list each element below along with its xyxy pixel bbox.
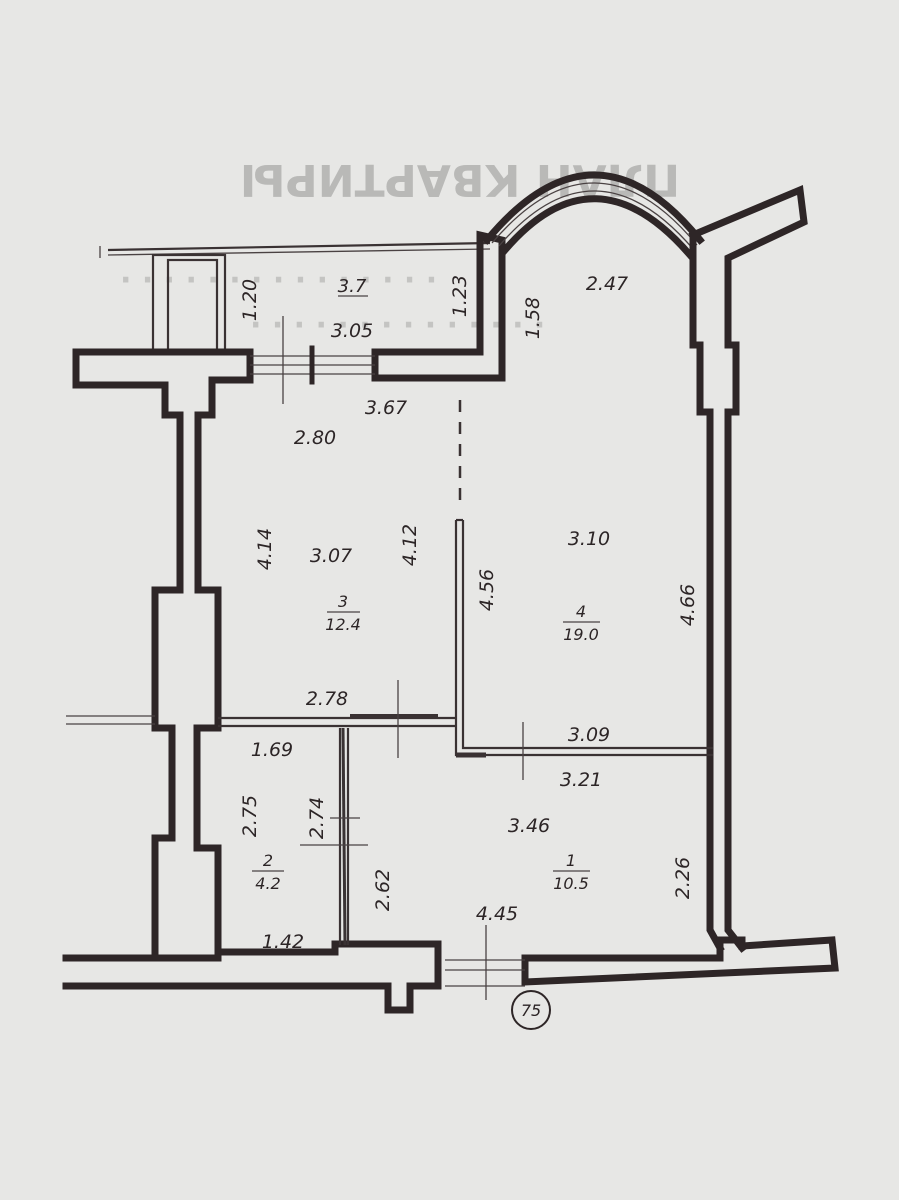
svg-text:· · · · · · · · · · · · · · ·: · · · · · · · · · · · · · · · bbox=[120, 263, 437, 298]
room-labels: 3.7 3 12.4 4 19.0 2 4.2 1 10.5 bbox=[252, 276, 600, 893]
room-2-number: 2 bbox=[263, 851, 273, 870]
dim-room3-top: 2.80 bbox=[294, 427, 336, 449]
dim-balcony-width: 3.05 bbox=[331, 320, 373, 342]
dim-room1-left: 2.62 bbox=[372, 869, 394, 911]
room-4-area: 19.0 bbox=[563, 625, 599, 644]
dim-room4-left: 4.56 bbox=[476, 569, 498, 611]
dim-bay-depth: 1.58 bbox=[522, 297, 544, 339]
show-through-print: ПЛАН КВАРТИРЫ · · · · · · · · · · · · · … bbox=[120, 154, 680, 343]
dim-room4-bottom-outer: 3.21 bbox=[560, 769, 602, 791]
dim-room1-bottom: 4.45 bbox=[476, 903, 518, 925]
dim-room1-width: 3.46 bbox=[508, 815, 550, 837]
dim-room4-bottom-inner: 3.09 bbox=[568, 724, 610, 746]
dim-room3-top-outer: 3.67 bbox=[365, 397, 407, 419]
dim-room3-left: 4.14 bbox=[254, 528, 276, 570]
dim-room4-width: 3.10 bbox=[568, 528, 610, 550]
dim-room4-right: 4.66 bbox=[677, 584, 699, 626]
dim-balcony-height: 1.20 bbox=[239, 279, 261, 321]
room-4-number: 4 bbox=[576, 602, 586, 621]
dim-room2-bottom: 1.42 bbox=[262, 931, 304, 953]
dim-room3-bottom: 2.78 bbox=[306, 688, 348, 710]
entrance-opening bbox=[445, 925, 525, 1000]
balcony-window bbox=[250, 316, 375, 404]
room-3-area: 12.4 bbox=[325, 615, 361, 634]
room-1-number: 1 bbox=[566, 851, 576, 870]
dim-room1-right: 2.26 bbox=[672, 857, 694, 899]
dim-bay-width: 2.47 bbox=[586, 273, 628, 295]
dim-room3-right: 4.12 bbox=[399, 524, 421, 566]
room-2-area: 4.2 bbox=[255, 874, 280, 893]
dim-room3-width: 3.07 bbox=[310, 545, 352, 567]
svg-text:· · · · · · · · · · · · · ·: · · · · · · · · · · · · · · bbox=[250, 308, 545, 343]
dimension-labels: 1.20 3.05 1.23 1.58 2.47 3.67 2.80 4.14 … bbox=[239, 273, 699, 953]
dim-balcony-right-height: 1.23 bbox=[449, 275, 471, 317]
stair-marker: 75 bbox=[511, 990, 551, 1030]
dim-room2-left: 2.75 bbox=[239, 795, 261, 837]
dimension-ticks bbox=[66, 246, 524, 846]
stair-marker-label: 75 bbox=[521, 1001, 541, 1020]
dim-room2-right: 2.74 bbox=[306, 797, 328, 839]
balcony-area: 3.7 bbox=[338, 276, 367, 297]
dim-room2-width: 1.69 bbox=[251, 739, 293, 761]
room-3-number: 3 bbox=[338, 592, 348, 611]
room-1-area: 10.5 bbox=[553, 874, 589, 893]
walls bbox=[62, 171, 839, 1014]
